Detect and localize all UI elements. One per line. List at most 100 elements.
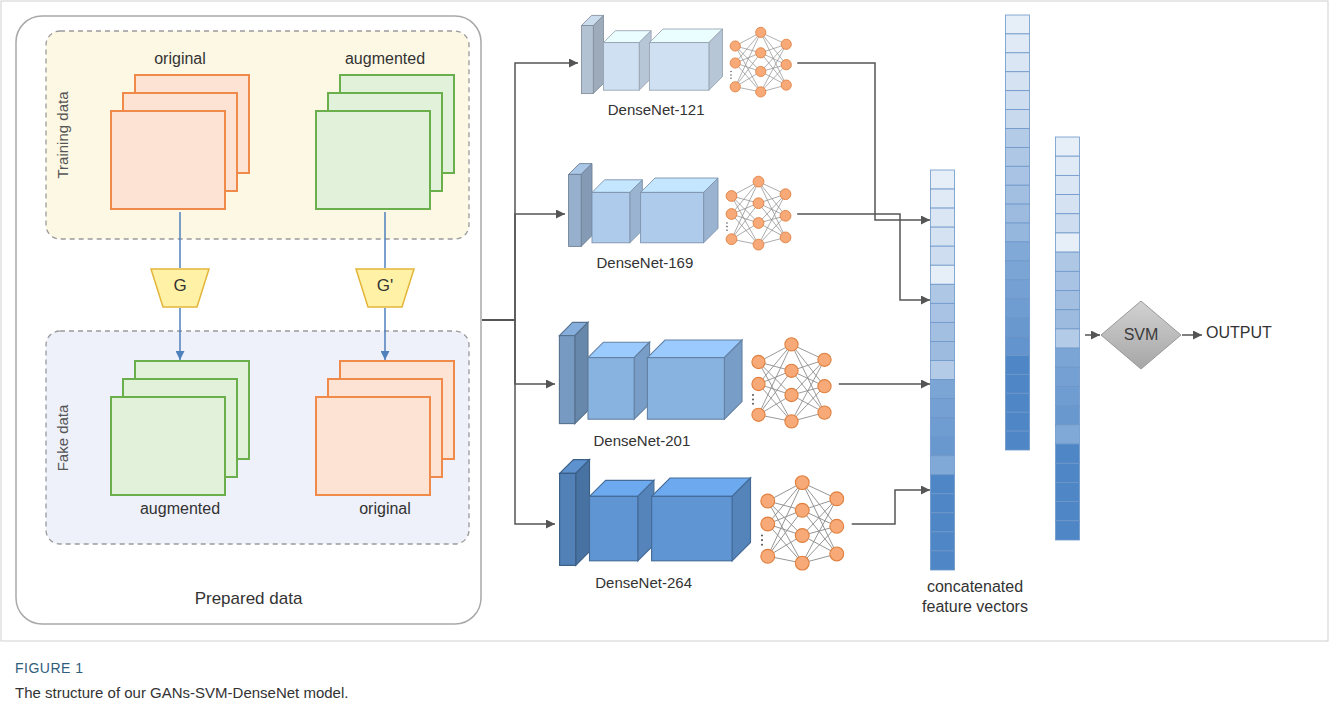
vector-cell	[1006, 374, 1030, 393]
vector-cell	[1056, 521, 1080, 540]
cuboid-side	[576, 460, 590, 566]
nn-neuron	[781, 80, 791, 90]
fake-data-panel: Fake dataaugmentedoriginal	[45, 330, 470, 545]
vector-cell	[1056, 195, 1080, 214]
nn-neuron	[818, 380, 831, 393]
node-shape	[110, 50, 250, 212]
cuboid-front	[647, 358, 724, 420]
nn-neuron	[753, 218, 764, 229]
connector-arrow	[839, 383, 930, 385]
trapezoid	[151, 269, 209, 307]
nn-neuron	[830, 492, 844, 506]
connector-arrow	[179, 212, 181, 268]
output-label: OUTPUT	[1206, 324, 1272, 342]
nn-neuron	[785, 415, 798, 428]
figure-caption: The structure of our GANs-SVM-DenseNet m…	[15, 684, 348, 701]
vector-cell	[1056, 386, 1080, 405]
node-shape	[315, 360, 455, 522]
node-label: G	[150, 268, 210, 304]
cuboid-front	[560, 473, 576, 565]
nn-neuron	[781, 60, 791, 70]
densenet-block: DenseNet-121	[578, 12, 797, 127]
node-label: DenseNet-264	[595, 574, 692, 591]
node-shape	[15, 15, 482, 625]
feature-vectors: concatenated feature vectors	[930, 12, 1085, 622]
nn-neuron	[752, 355, 765, 368]
vector-cell	[1006, 15, 1030, 34]
nn-neuron	[795, 556, 809, 570]
nn-neuron	[752, 377, 765, 390]
vector-cell	[1006, 393, 1030, 412]
data-card	[316, 397, 430, 495]
node-label: DenseNet-121	[608, 101, 705, 118]
svm-diamond: SVM	[1100, 300, 1182, 370]
vector-cell	[1006, 147, 1030, 166]
cuboid-side	[593, 15, 603, 93]
nn-neuron	[726, 234, 737, 245]
nn-neuron	[753, 239, 764, 250]
nn-neuron	[780, 189, 791, 200]
vector-cell	[931, 170, 955, 189]
connector-arrow	[1085, 334, 1100, 336]
nn-ellipsis	[752, 403, 754, 405]
nn-neuron	[780, 232, 791, 243]
nn-neuron	[818, 406, 831, 419]
node-label: G'	[355, 268, 415, 304]
vector-cell	[1056, 482, 1080, 501]
augmented-stack: augmented	[110, 360, 250, 522]
vector-cell	[1006, 355, 1030, 374]
nn-ellipsis	[726, 222, 728, 224]
trapezoid	[356, 269, 414, 307]
vector-cell	[931, 284, 955, 303]
connector-arrow	[384, 212, 386, 268]
vector-cell	[1056, 156, 1080, 175]
vector-cell	[931, 246, 955, 265]
nn-neuron	[726, 209, 737, 220]
nn-link	[792, 344, 825, 412]
vector-cell	[931, 189, 955, 208]
nn-ellipsis	[730, 71, 732, 73]
vector-cell	[931, 494, 955, 513]
connector-arrow	[797, 214, 930, 300]
nn-ellipsis	[752, 398, 754, 400]
nn-ellipsis	[752, 394, 754, 396]
vector-cell	[931, 418, 955, 437]
nn-neuron	[756, 27, 766, 37]
nn-neuron	[756, 66, 766, 76]
cuboid-front	[652, 496, 733, 560]
vector-cell	[1056, 348, 1080, 367]
original-stack: original	[110, 50, 250, 212]
vector-cell	[1006, 128, 1030, 147]
vector-cell	[1006, 318, 1030, 337]
nn-ellipsis	[730, 78, 732, 80]
nn-ellipsis	[726, 226, 728, 228]
cuboid-side	[724, 340, 742, 419]
vector-cell	[1056, 233, 1080, 252]
cuboid-front	[588, 358, 634, 420]
cuboid-front	[592, 192, 630, 242]
nn-neuron	[756, 87, 766, 97]
cuboid-front	[604, 43, 640, 91]
nn-neuron	[830, 547, 844, 561]
nn-neuron	[730, 82, 740, 92]
node-label: augmented	[315, 50, 455, 68]
vector-cell	[1006, 110, 1030, 129]
vector-cell	[1006, 280, 1030, 299]
connector-arrow	[482, 320, 555, 384]
node-label: original	[315, 500, 455, 518]
nn-neuron	[730, 58, 740, 68]
node-label: augmented	[110, 500, 250, 518]
cuboid-front	[641, 192, 704, 242]
cuboid-front	[649, 43, 709, 91]
nn-neuron	[761, 494, 775, 508]
nn-neuron	[761, 517, 775, 531]
vector-cell	[1006, 242, 1030, 261]
nn-neuron	[795, 476, 809, 490]
cuboid-front	[569, 174, 582, 246]
vector-cell	[931, 380, 955, 399]
data-card	[111, 111, 225, 209]
vector-cell	[931, 341, 955, 360]
node-label: Training data	[54, 92, 71, 179]
vector-cell	[1056, 463, 1080, 482]
nn-neuron	[756, 48, 766, 58]
